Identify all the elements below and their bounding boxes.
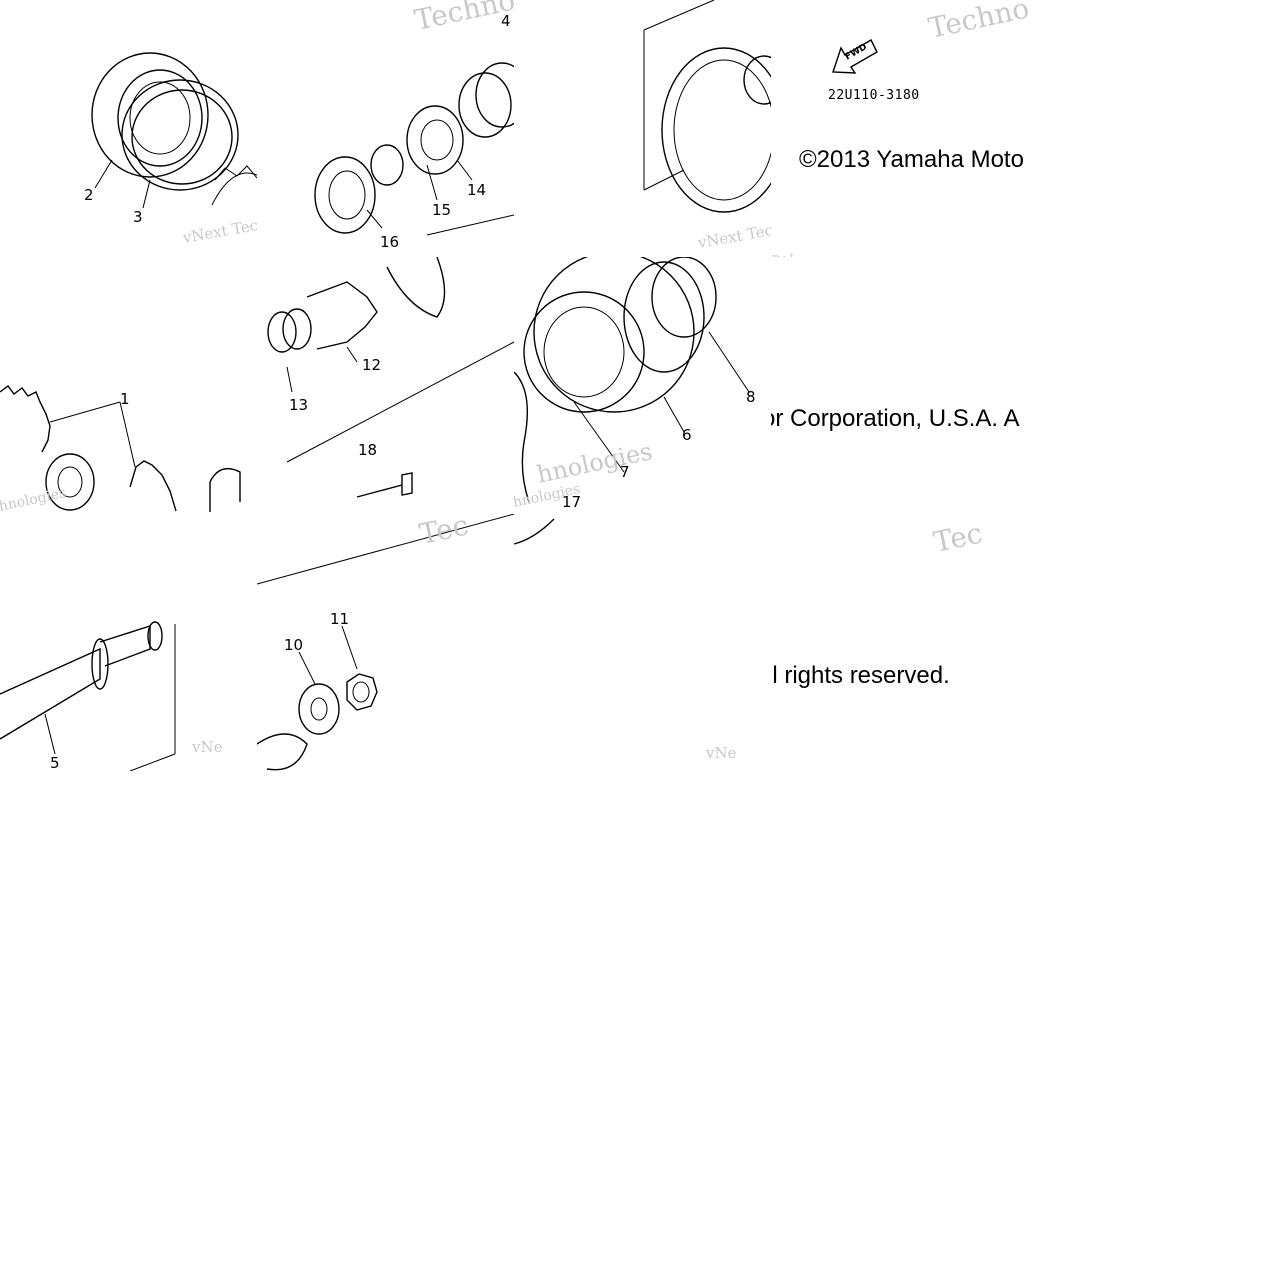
callout-18: 18 (358, 441, 377, 459)
drive-shaft-drawing: 5 vNe (0, 621, 223, 771)
copyright-line-2: or Corporation, U.S.A. A (771, 405, 1020, 432)
callout-17: 17 (562, 493, 581, 511)
nut-washer-drawing: 10 11 Tec (257, 514, 514, 771)
watermark: vNext Tec (181, 216, 257, 247)
fwd-arrow-icon: FWD Techno nologies (771, 0, 1028, 257)
diagram-tile-r3c3: vNe (514, 514, 771, 771)
diagram-tile-r3c2: 10 11 Tec (257, 514, 514, 771)
watermark: hnologies (534, 437, 654, 489)
callout-10: 10 (284, 636, 303, 654)
blank-drawing: vNe (514, 518, 737, 762)
copyright-line-1: ©2013 Yamaha Moto (799, 146, 1024, 173)
watermark: Tec (417, 514, 472, 551)
diagram-tile-r2c2: 12 13 18 9 (257, 257, 514, 514)
callout-2: 2 (84, 186, 94, 204)
bearing-drawing: 2 3 vNext Tec (84, 52, 257, 247)
gear-drawing: 1 hnologies (0, 385, 241, 514)
callout-16: 16 (380, 233, 399, 251)
callout-7: 7 (620, 463, 630, 481)
lock-washer-drawing: vNext Tec (643, 0, 771, 252)
shaft-drawing: 12 13 18 9 (267, 257, 514, 498)
diagram-tile-r2c1: 1 hnologies (0, 257, 257, 514)
seal-drawing: 4 14 15 16 Techno (314, 0, 514, 251)
watermark: Techno (412, 0, 514, 37)
callout-3: 3 (133, 208, 143, 226)
watermark: Techno (926, 0, 1028, 45)
callout-13: 13 (289, 396, 308, 414)
housing-drawing: 6 7 8 17 hnologies hnologies (514, 257, 756, 511)
diagram-tile-r1c3: vNext Tec (514, 0, 771, 257)
diagram-tile-r1c1: 2 3 vNext Tec (0, 0, 257, 257)
drawing-code: 22U110-3180 (828, 88, 920, 103)
diagram-tile-r1c2: 4 14 15 16 Techno (257, 0, 514, 257)
callout-12: 12 (362, 356, 381, 374)
diagram-tile-r2c4: or Corporation, U.S.A. A (771, 257, 1028, 514)
callout-1: 1 (120, 390, 130, 408)
watermark: vNe (191, 738, 223, 756)
callout-4: 4 (501, 12, 511, 30)
diagram-tile-r1c4: FWD Techno nologies 22U110-3180 ©2013 Ya… (771, 0, 1028, 257)
watermark: vNe (705, 744, 737, 762)
callout-8: 8 (746, 388, 756, 406)
watermark: hnologies (0, 485, 68, 514)
callout-6: 6 (682, 426, 692, 444)
callout-5: 5 (50, 754, 60, 771)
watermark-layer: Tec (931, 516, 986, 558)
callout-15: 15 (432, 201, 451, 219)
watermark: vNext Tec (696, 221, 771, 252)
watermark: nologies (771, 250, 831, 257)
watermark: Tec (931, 516, 986, 558)
diagram-tile-r3c4: Tec ll rights reserved. (771, 514, 1028, 771)
copyright-line-3: ll rights reserved. (771, 662, 950, 689)
callout-14: 14 (467, 181, 486, 199)
diagram-tile-r2c3: 6 7 8 17 hnologies hnologies (514, 257, 771, 514)
diagram-tile-r3c1: 5 vNe (0, 514, 257, 771)
callout-11: 11 (330, 610, 349, 628)
